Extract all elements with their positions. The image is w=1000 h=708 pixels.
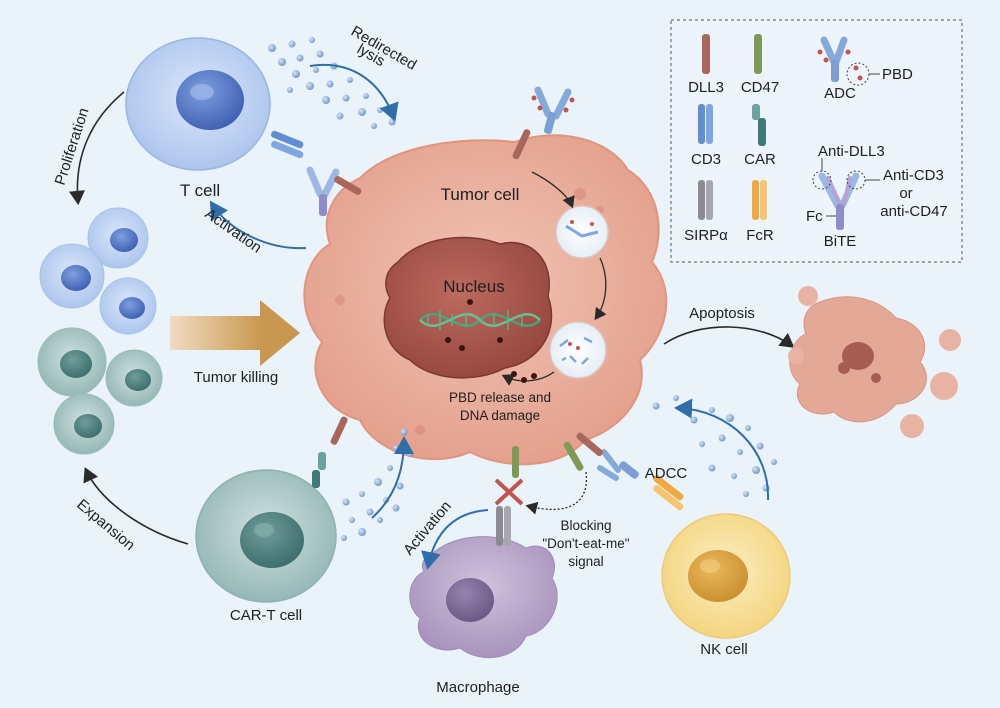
bite-legend-icon	[812, 158, 880, 230]
t-cell-label: T cell	[180, 181, 220, 200]
car-t-cell-label: CAR-T cell	[230, 607, 302, 624]
nk-killing-arrow	[674, 398, 770, 501]
dll3-legend-label: DLL3	[688, 79, 724, 96]
t-cell-bite-synapse	[271, 130, 362, 216]
endosome-vesicle	[555, 205, 609, 259]
redirected-lysis-arrow	[309, 64, 399, 122]
fc-legend-label: Fc	[806, 208, 823, 225]
macrophage-label: Macrophage	[436, 679, 519, 696]
apoptosis-arrow	[663, 326, 795, 348]
adc-antibody	[512, 86, 575, 160]
car-legend-icon	[752, 104, 766, 146]
nk-cell-label: NK cell	[700, 641, 748, 658]
blocking-arrow	[525, 471, 588, 515]
cd3-legend-icon	[698, 104, 713, 144]
anti-cd3-legend-label: Anti-CD3	[883, 167, 944, 184]
legend-box: DLL3 CD47 ADC PBD CD3 CAR SIRPα FcR	[670, 19, 963, 263]
cd47-legend-icon	[754, 34, 762, 74]
bite-legend-label: BiTE	[824, 233, 857, 250]
blocking-label-line2: "Don't-eat-me"	[542, 536, 629, 551]
cd3-legend-label: CD3	[691, 151, 721, 168]
t-cell-activation-arrow	[209, 200, 307, 250]
cytotoxic-granules	[268, 37, 396, 129]
expansion-arrow	[83, 467, 189, 545]
adcc-synapse	[563, 432, 684, 511]
tumor-nucleus	[383, 236, 553, 379]
apoptosis-label: Apoptosis	[689, 305, 755, 322]
car-dll3-synapse	[312, 416, 348, 488]
adc-legend-label: ADC	[824, 85, 856, 102]
adc-legend-icon	[817, 36, 880, 86]
blocking-label-line1: Blocking	[560, 518, 611, 533]
apoptotic-cell	[788, 286, 961, 438]
internalization-arrow	[531, 171, 575, 209]
lysosome-vesicle	[549, 321, 607, 379]
macrophage-activation-arrow	[421, 509, 489, 570]
sirpa-cd47-blocked	[494, 446, 524, 546]
car-legend-label: CAR	[744, 151, 776, 168]
cd47-legend-label: CD47	[741, 79, 779, 96]
proliferation-arrow	[69, 91, 125, 206]
or-legend-label: or	[899, 185, 912, 202]
dna-helix-icon	[419, 310, 541, 330]
anti-dll3-legend-label: Anti-DLL3	[818, 143, 885, 160]
pbd-release-label-line2: DNA damage	[460, 408, 540, 423]
pbd-release-arrow	[501, 371, 555, 386]
expanded-car-t-cells	[37, 327, 163, 455]
sirpa-legend-label: SIRPα	[684, 227, 728, 244]
fcr-legend-label: FcR	[746, 227, 774, 244]
fcr-legend-icon	[752, 180, 767, 220]
tumor-killing-label: Tumor killing	[194, 369, 278, 386]
pbd-legend-label: PBD	[882, 66, 913, 83]
tumor-killing-arrow	[170, 300, 300, 366]
car-t-killing-arrow	[371, 436, 414, 519]
adcc-label: ADCC	[645, 465, 688, 482]
tumor-cell-label: Tumor cell	[441, 185, 520, 204]
dll3-legend-icon	[702, 34, 710, 74]
anti-cd47-legend-label: anti-CD47	[880, 203, 948, 220]
proliferated-t-cells	[39, 207, 157, 335]
macrophage	[409, 536, 558, 659]
sirpa-legend-icon	[698, 180, 713, 220]
blocking-label-line3: signal	[568, 554, 603, 569]
pbd-release-label-line1: PBD release and	[449, 390, 551, 405]
trafficking-arrow	[594, 257, 607, 321]
t-cell	[125, 37, 271, 171]
car-t-cell	[195, 469, 337, 603]
nucleus-label: Nucleus	[443, 277, 504, 296]
nk-cell	[661, 513, 791, 639]
